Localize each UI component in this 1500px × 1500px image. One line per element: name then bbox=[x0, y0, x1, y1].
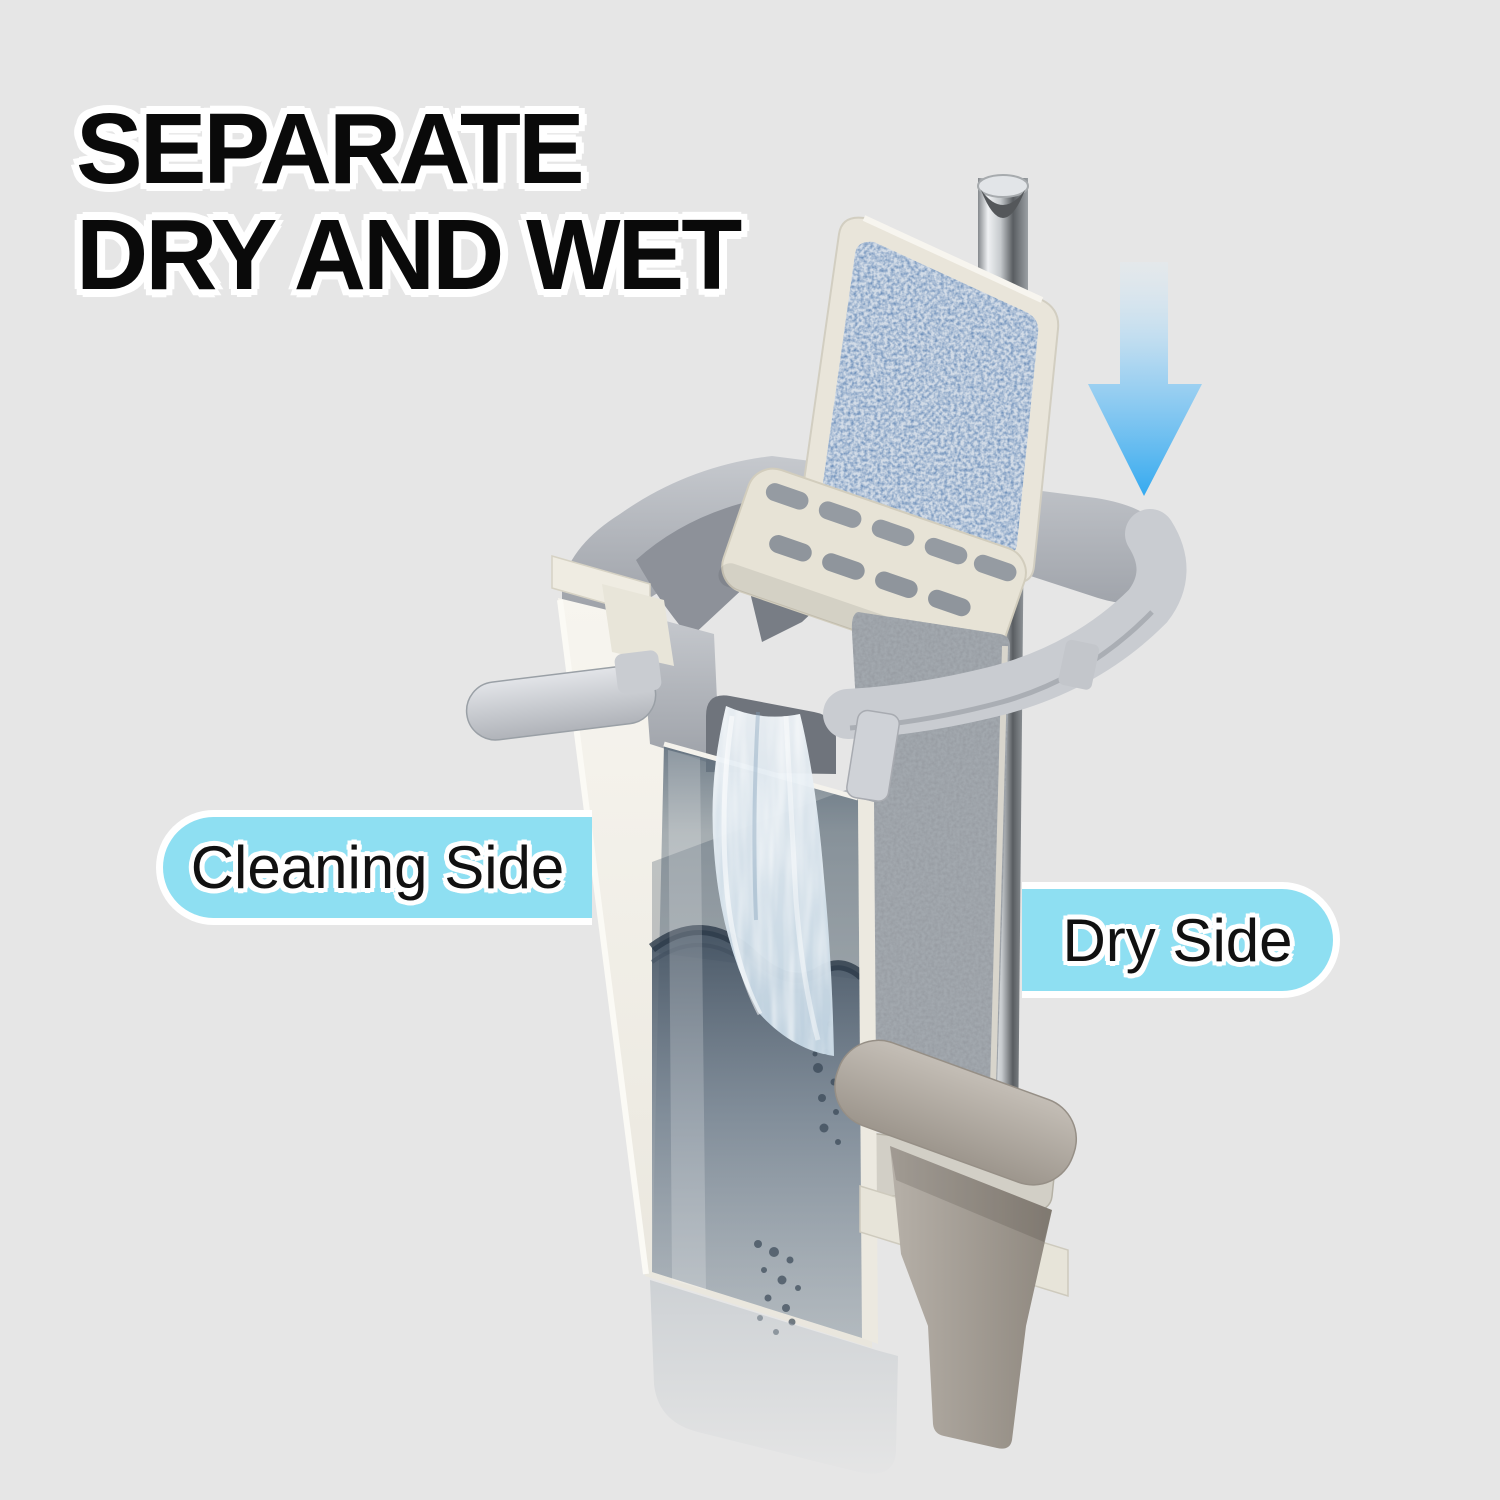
dry-side-tray bbox=[834, 1039, 1078, 1449]
dry-side-label-text: Dry Side bbox=[1062, 906, 1293, 974]
cleaning-side-label: Cleaning Side bbox=[156, 810, 592, 925]
headline-line-1: SEPARATE bbox=[76, 93, 585, 205]
side-handle bbox=[465, 555, 674, 741]
headline-line-2: DRY AND WET bbox=[76, 199, 742, 311]
headline: SEPARATE DRY AND WET bbox=[76, 93, 742, 311]
dry-side-label: Dry Side bbox=[1022, 882, 1340, 998]
bucket-handle-bar bbox=[823, 509, 1187, 802]
wringer-slots bbox=[765, 483, 1017, 617]
cleaning-side-label-text: Cleaning Side bbox=[190, 834, 565, 901]
down-arrow-icon bbox=[1088, 262, 1202, 496]
bucket-ghost-base bbox=[650, 1280, 898, 1474]
